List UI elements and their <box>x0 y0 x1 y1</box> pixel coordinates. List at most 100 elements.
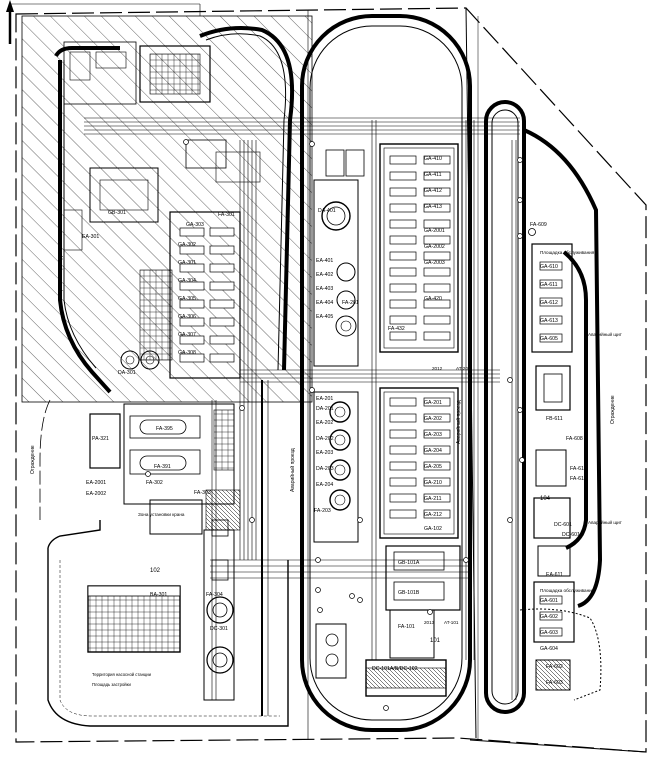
center-middle-plant <box>313 387 459 543</box>
equipment-tag: GA-613 <box>540 318 558 324</box>
equipment-tag: GA-604 <box>540 646 558 652</box>
equipment-tag: GA-602 <box>540 614 558 620</box>
equipment-tag: EA-2002 <box>86 491 106 497</box>
equipment-tag: FA-391 <box>154 464 171 470</box>
equipment-tag: PA-321 <box>92 436 109 442</box>
equipment-tag: GA-301 <box>178 260 196 266</box>
equipment-tag: DA-202 <box>316 436 334 442</box>
center-top-pumps <box>389 155 451 341</box>
rotated-label: Ограждение <box>30 445 36 474</box>
equipment-tag: EA-202 <box>316 420 333 426</box>
equipment-tag: GA-305 <box>178 296 196 302</box>
equipment-tag: EA-402 <box>316 272 333 278</box>
equipment-tag: GA-303 <box>186 222 204 228</box>
equipment-tag: FA-303 <box>194 490 211 496</box>
equipment-tag: GA-611 <box>540 282 558 288</box>
equipment-tag: EA-611 <box>546 572 563 578</box>
equipment-tag: GA-306 <box>178 314 196 320</box>
rotated-label: Аварийный проезд <box>455 400 462 444</box>
zone-note: Аварийный щит <box>588 331 623 337</box>
equipment-tag: GA-205 <box>424 464 442 470</box>
equipment-tag: GA-202 <box>424 416 442 422</box>
equipment-tag: GA-412 <box>424 188 442 194</box>
equipment-tag: GA-413 <box>424 204 442 210</box>
equipment-tag: GA-201 <box>424 400 442 406</box>
center-top-plant <box>313 143 459 367</box>
valve-markers <box>145 139 525 711</box>
legend-note: Территория насосной станции <box>92 672 152 677</box>
equipment-tag: EA-204 <box>316 482 333 488</box>
zone-note: Аварийный щит <box>588 519 623 525</box>
equipment-tag: GB-101A <box>398 560 420 566</box>
equipment-tag: GA-603 <box>540 630 558 636</box>
rotated-label: Ограждение <box>610 395 616 424</box>
section-label: 102 <box>150 568 161 574</box>
equipment-tag: GA-420 <box>424 296 442 302</box>
equipment-tag: EA-203 <box>316 450 333 456</box>
zone-note: AT-201 <box>456 366 471 371</box>
left-lower-plant <box>87 519 235 701</box>
equipment-tag: EA-405 <box>316 314 333 320</box>
equipment-tag: EA-401 <box>316 258 333 264</box>
right-plant <box>528 228 575 691</box>
equipment-tag: BA-301 <box>150 592 167 598</box>
left-roads <box>39 26 295 727</box>
equipment-tag: FA-610 <box>570 466 587 472</box>
left-upper-plant <box>63 41 261 379</box>
equipment-tag: GA-308 <box>178 350 196 356</box>
equipment-tag: GA-210 <box>424 480 442 486</box>
equipment-tag: FA-101 <box>398 624 415 630</box>
equipment-tag: GA-204 <box>424 448 442 454</box>
equipment-tag: FA-302 <box>146 480 163 486</box>
equipment-tag: GA-102 <box>424 526 442 532</box>
right-pumps <box>539 261 563 637</box>
equipment-tag: DA-401 <box>318 208 336 214</box>
section-label: 104 <box>540 496 551 502</box>
equipment-tag: FA-395 <box>156 426 173 432</box>
equipment-tag: GA-2002 <box>424 244 445 250</box>
equipment-tag: FA-304 <box>206 592 223 598</box>
zone-note: 2013 <box>424 620 435 625</box>
zone-note: Площадка обслуживания <box>540 588 595 593</box>
equipment-tag: EA-404 <box>316 300 333 306</box>
center-lower-plant <box>315 545 461 697</box>
rotated-label: Аварийный проезд <box>57 256 64 300</box>
section-label: 101 <box>430 638 441 644</box>
equipment-tag: DC-301 <box>210 626 228 632</box>
zone-note: 2012 <box>432 366 443 371</box>
equipment-tag: GA-304 <box>178 278 196 284</box>
equipment-tag: FA-611 <box>570 476 586 482</box>
equipment-tag: DC-601A <box>562 532 584 538</box>
equipment-tag: DA-203 <box>316 466 334 472</box>
left-upper-pumps <box>179 227 235 363</box>
zone-note: AT-101 <box>444 620 459 625</box>
equipment-tag: GA-2001 <box>424 228 445 234</box>
right-ring-road <box>484 100 603 714</box>
equipment-tag: FA-201 <box>342 300 359 306</box>
equipment-tag: FA-203 <box>314 508 331 514</box>
equipment-tag: FA-432 <box>388 326 405 332</box>
equipment-tag: FB-611 <box>546 416 563 422</box>
pipe-racks <box>84 117 520 700</box>
equipment-tag: GA-610 <box>540 264 558 270</box>
equipment-tag: GB-101B <box>398 590 420 596</box>
rotated-label: Аварийный проезд <box>289 448 296 492</box>
equipment-tag: GA-203 <box>424 432 442 438</box>
zone-note: Зона установки крана <box>138 512 185 517</box>
equipment-tag: DA-201 <box>316 406 334 412</box>
equipment-labels: GB-301GA-303GA-302GA-301GA-304GA-305GA-3… <box>82 156 623 687</box>
equipment-tag: FA-301 <box>218 212 235 218</box>
equipment-tag: GA-410 <box>424 156 442 162</box>
equipment-tag: DC-601 <box>554 522 572 528</box>
equipment-tag: GA-212 <box>424 512 442 518</box>
equipment-tag: GB-301 <box>108 210 126 216</box>
legend-note: Площадь застройки <box>92 682 131 687</box>
equipment-tag: GA-2003 <box>424 260 445 266</box>
north-arrow-icon <box>6 0 201 44</box>
equipment-tag: DA-301 <box>118 370 136 376</box>
equipment-tag: GA-211 <box>424 496 442 502</box>
center-middle-pumps <box>389 397 451 519</box>
equipment-tag: GA-605 <box>540 336 558 342</box>
